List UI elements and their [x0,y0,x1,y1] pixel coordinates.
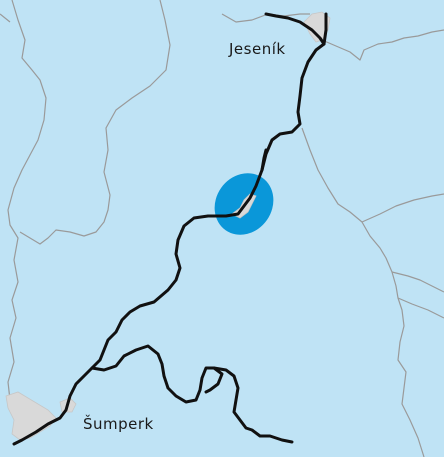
road-spur-highlight[interactable] [260,148,268,172]
border-line-east-branch-3 [397,297,444,319]
border-line-east [301,127,425,457]
border-line-west [7,0,47,401]
roads [12,12,328,446]
border-line-east-branch [361,193,444,223]
border-line-northeast [321,29,444,61]
border-line-east-branch-2 [391,271,444,293]
road-branch-south[interactable] [90,344,224,404]
border-line-northwest [0,13,11,23]
road-branch-southeast[interactable] [212,366,294,444]
town-label-jesenik: Jeseník [228,40,286,58]
road-main[interactable] [12,12,326,446]
border-line-central [19,0,171,245]
town-label-sumperk: Šumperk [83,414,154,433]
town-area-jesenik [303,11,331,43]
road-spur-north[interactable] [322,12,328,46]
